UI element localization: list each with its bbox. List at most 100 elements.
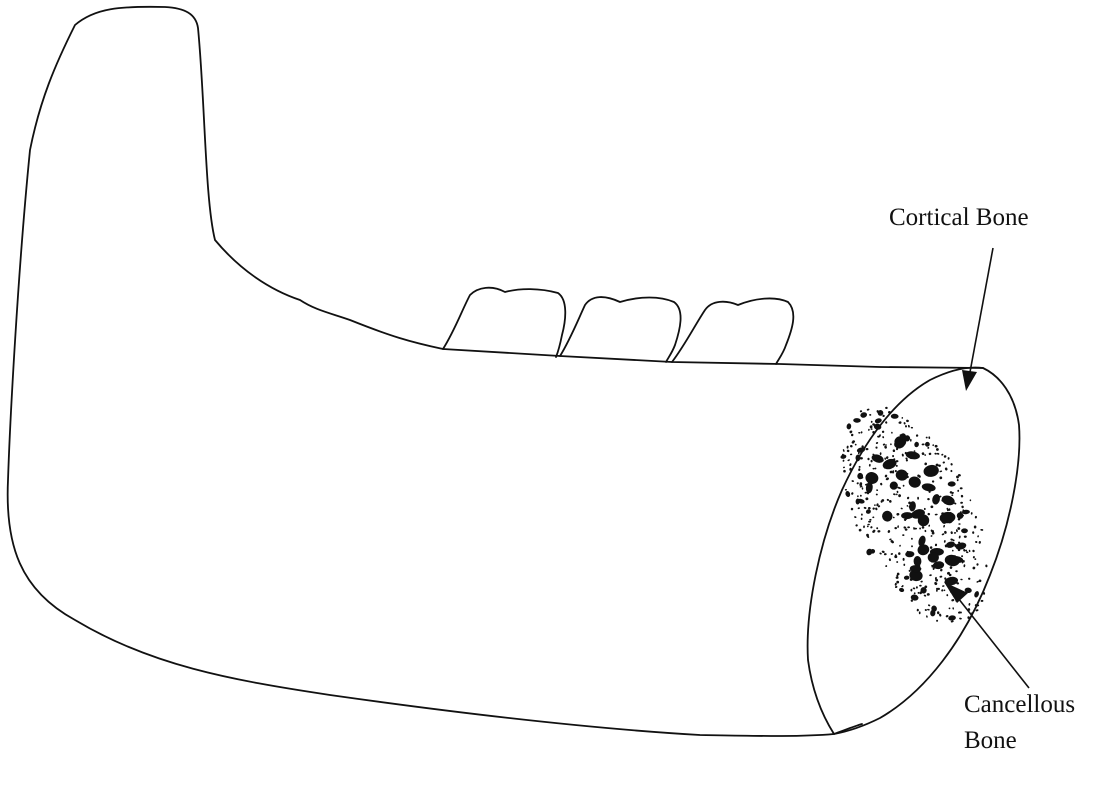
cancellous-pore (936, 620, 938, 622)
cancellous-pore (896, 581, 899, 584)
cancellous-pore (937, 588, 940, 590)
cancellous-pore (895, 583, 897, 586)
cancellous-pore (850, 453, 853, 455)
cancellous-pore (870, 428, 872, 430)
cancellous-pore (936, 448, 939, 451)
cancellous-pore (914, 441, 919, 447)
cancellous-pore (927, 447, 929, 449)
cancellous-pore (913, 556, 921, 567)
cancellous-pore (928, 452, 931, 455)
cancellous-pore (889, 481, 898, 490)
cancellous-pore (948, 481, 956, 486)
cancellous-pore (927, 593, 930, 596)
cancellous-pore (919, 527, 921, 529)
cancellous-pore (862, 487, 864, 489)
cancellous-pore (901, 512, 913, 519)
cancellous-pore (971, 512, 973, 515)
cancellous-pore (963, 549, 966, 552)
cancellous-pore (944, 531, 947, 534)
cancellous-pore (961, 495, 964, 498)
cancellous-pore (929, 574, 932, 576)
cancellous-pore (867, 524, 870, 526)
cancellous-pore (961, 555, 963, 557)
cancellous-pore (926, 615, 928, 618)
cancellous-pore (951, 620, 954, 622)
cancellous-pore (858, 528, 861, 531)
cancellous-pore (875, 507, 878, 510)
cancellous-pore (857, 495, 859, 497)
cancellous-pore (907, 526, 910, 528)
cancellous-pore (945, 541, 955, 549)
cancellous-pore (897, 525, 899, 528)
cancellous-pore (945, 615, 948, 618)
cancellous-pore (961, 528, 968, 533)
cancellous-pore (889, 558, 892, 561)
cancellous-pore (957, 527, 960, 530)
cancellous-pore (871, 421, 873, 423)
cancellous-pore (861, 513, 863, 515)
cancellous-pore (943, 525, 945, 528)
cancellous-pore (935, 543, 938, 546)
cancellous-pore (879, 552, 882, 554)
cancellous-pore (941, 533, 944, 536)
cancellous-pore (923, 594, 926, 597)
cancellous-pore (973, 590, 979, 598)
cancellous-pore (918, 592, 920, 594)
tooth-1 (443, 288, 565, 357)
cancellous-pore (858, 432, 860, 434)
cancellous-pore (908, 425, 911, 428)
cancellous-pore (899, 545, 901, 547)
cancellous-pore (867, 458, 869, 461)
cancellous-pore (928, 436, 930, 439)
cancellous-pore (859, 466, 861, 468)
cancellous-pore (949, 608, 951, 610)
cancellous-pore (860, 431, 862, 434)
cancellous-pore (853, 418, 861, 423)
cancellous-pore (960, 502, 963, 504)
cancellous-pore (925, 609, 927, 611)
cancellous-pore (952, 607, 954, 610)
cancellous-pore (928, 552, 939, 562)
cancellous-pore (876, 527, 878, 529)
tooth-3 (672, 298, 793, 364)
cancellous-pore (924, 508, 926, 510)
cancellous-pore (858, 468, 860, 471)
cancellous-pore (916, 609, 919, 612)
cancellous-pore (924, 462, 927, 465)
cancellous-pore (932, 444, 934, 446)
cancellous-pore (876, 489, 878, 491)
cancellous-pore (917, 497, 919, 500)
cancellous-pore (927, 498, 930, 500)
cancellous-pore (927, 609, 930, 611)
cross-section-outline (808, 368, 1020, 735)
cancellous-pore (875, 446, 877, 448)
cancellous-pore (885, 407, 888, 410)
cancellous-pore (882, 431, 885, 434)
cancellous-pore (892, 455, 894, 458)
cancellous-pore (867, 408, 870, 411)
cancellous-pore (846, 423, 851, 430)
cancellous-pore (911, 538, 913, 540)
cancellous-pore (894, 527, 897, 529)
cancellous-pore (944, 589, 946, 591)
cancellous-pore (906, 419, 909, 422)
cancellous-pore (855, 444, 857, 446)
cancellous-pore (910, 439, 912, 442)
cortical-bone-label: Cortical Bone (889, 203, 1029, 233)
cancellous-pore (872, 507, 875, 510)
cancellous-pore (883, 443, 886, 446)
cancellous-pore (972, 566, 975, 569)
cancellous-arrow-head (944, 582, 968, 603)
cancellous-pore (840, 454, 847, 460)
cancellous-pore (902, 534, 905, 536)
cancellous-pore (863, 525, 865, 528)
cancellous-pore (951, 599, 955, 602)
cancellous-pore (920, 581, 923, 583)
cancellous-pore (868, 521, 871, 523)
cancellous-pore (939, 476, 943, 480)
cancellous-pore (977, 535, 979, 538)
cancellous-pore (865, 448, 868, 450)
cancellous-pore (966, 551, 969, 553)
cancellous-pore (895, 468, 909, 481)
cancellous-pores (840, 407, 988, 623)
